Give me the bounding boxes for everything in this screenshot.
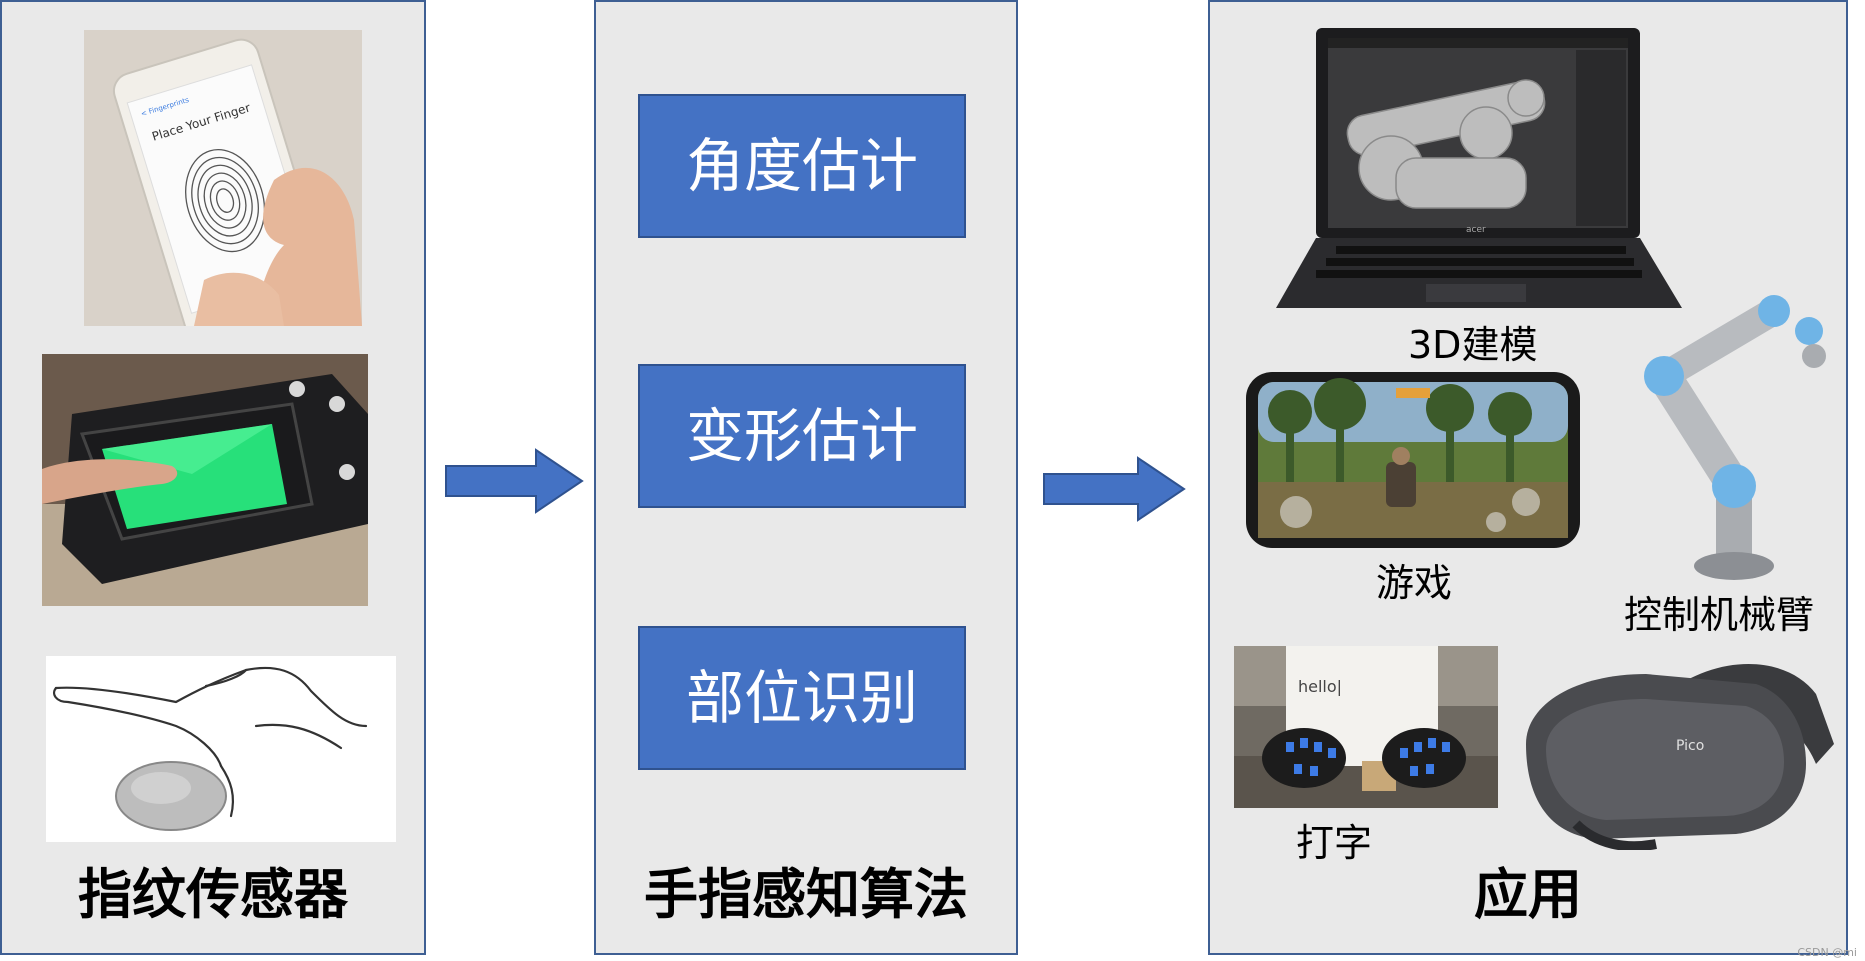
robot-arm-label: 控制机械臂 [1624, 593, 1815, 637]
typing-label: 打字 [1296, 821, 1373, 865]
region-recognition-box: 部位识别 [638, 626, 966, 770]
deformation-estimation-box: 变形估计 [638, 364, 966, 508]
robot-arm-image [1614, 286, 1844, 586]
virtual-typing-image: hello| [1234, 646, 1498, 808]
sensor-panel: < Fingerprints Place Your Finger [0, 0, 426, 955]
optical-scanner-photo [42, 354, 368, 606]
headset-brand-logo: Pico [1676, 738, 1704, 754]
arrow-right-icon [1043, 456, 1186, 522]
phone-fingerprint-photo: < Fingerprints Place Your Finger [84, 30, 362, 326]
arrow-right-icon [445, 448, 584, 514]
algorithm-panel-title: 手指感知算法 [644, 863, 968, 926]
modeling-label: 3D建模 [1408, 323, 1538, 367]
game-label: 游戏 [1376, 561, 1453, 605]
angle-estimation-box: 角度估计 [638, 94, 966, 238]
laptop-3d-modeling-image: acer [1276, 28, 1682, 312]
hand-sketch-illustration [46, 656, 396, 842]
sensor-panel-title: 指纹传感器 [78, 863, 348, 926]
application-panel: acer 3D建模 控制机械臂 [1208, 0, 1848, 955]
watermark: CSDN @mi [1797, 946, 1857, 959]
mobile-game-image [1246, 372, 1580, 548]
algorithm-panel: 角度估计 变形估计 部位识别 手指感知算法 [594, 0, 1018, 955]
vr-headset-image: Pico [1516, 654, 1834, 850]
laptop-brand-logo: acer [1466, 225, 1486, 235]
application-panel-title: 应用 [1474, 863, 1582, 926]
typing-screen-text: hello| [1298, 677, 1342, 696]
